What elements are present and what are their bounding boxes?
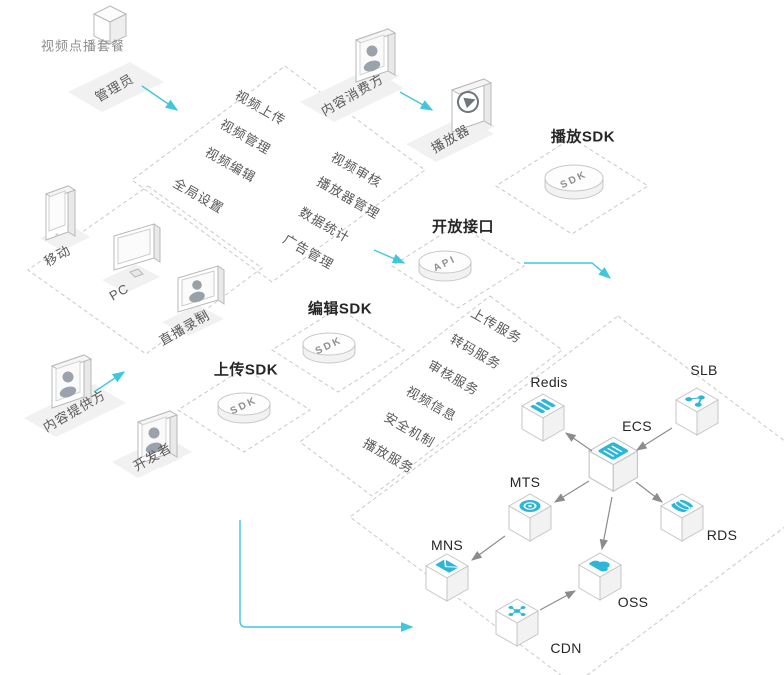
tile-live <box>162 305 224 336</box>
live-record-icon <box>177 265 225 320</box>
provider-avatar-icon <box>50 354 96 412</box>
play-sdk-cylinder <box>544 164 604 200</box>
product-cdn-label: CDN <box>550 640 582 656</box>
region-cloud-products <box>349 315 784 675</box>
product-ecs-label: ECS <box>622 418 652 434</box>
region-open-api <box>391 223 525 309</box>
region-play-sdk <box>495 137 649 235</box>
region-edit-sdk <box>271 307 405 393</box>
player-icon <box>450 78 496 136</box>
region-upload-sdk <box>177 367 311 453</box>
consumer-avatar-icon <box>354 28 400 86</box>
edit-sdk-cylinder <box>302 332 356 364</box>
arrow-slb-ecs <box>635 427 673 451</box>
mts-icon <box>507 493 553 542</box>
arrow-api-cloud <box>524 262 612 279</box>
tile-mobile <box>40 224 90 251</box>
page-title: 视频点播套餐 <box>40 38 126 54</box>
arrow-cdn-oss <box>539 590 577 611</box>
arrow-ecs-oss <box>599 496 613 551</box>
tile-pc <box>102 264 160 293</box>
arrow-console-api <box>373 249 406 264</box>
product-mts-label: MTS <box>509 474 541 490</box>
arrow-ecs-mts <box>553 480 590 503</box>
arrow-provider-devices <box>93 371 126 393</box>
arrow-sdk-cloud <box>239 520 414 632</box>
mns-icon <box>424 553 470 602</box>
arrow-ecs-rds <box>635 481 663 503</box>
api-cylinder <box>418 250 472 282</box>
region-services <box>299 295 563 497</box>
product-mns-label: MNS <box>430 537 464 553</box>
product-rds-label: RDS <box>706 527 738 543</box>
play-sdk-label: 播放SDK <box>550 128 616 146</box>
product-oss-label: OSS <box>617 594 649 610</box>
oss-icon <box>577 552 623 601</box>
mobile-phone-icon <box>44 185 77 241</box>
product-slb-label: SLB <box>690 362 718 378</box>
tile-admin <box>68 62 164 112</box>
ecs-icon <box>587 436 639 493</box>
arrow-mts-mns <box>471 535 506 561</box>
developer-avatar-icon <box>136 410 182 468</box>
region-console <box>131 65 426 283</box>
arrow-admin-console <box>141 85 179 111</box>
upload-sdk-label: 上传SDK <box>213 361 279 379</box>
arrow-ecs-redis <box>565 432 593 452</box>
pc-monitor-icon <box>113 223 161 278</box>
edit-sdk-label: 编辑SDK <box>307 300 373 318</box>
package-box-icon <box>92 5 128 45</box>
slb-icon <box>674 387 720 436</box>
upload-sdk-cylinder <box>217 392 271 424</box>
open-api-label: 开放接口 <box>431 218 495 236</box>
cdn-icon <box>494 598 540 647</box>
product-redis-label: Redis <box>530 374 568 390</box>
rds-icon <box>659 493 705 542</box>
arrow-consumer-player <box>399 91 434 111</box>
redis-icon <box>520 393 566 442</box>
